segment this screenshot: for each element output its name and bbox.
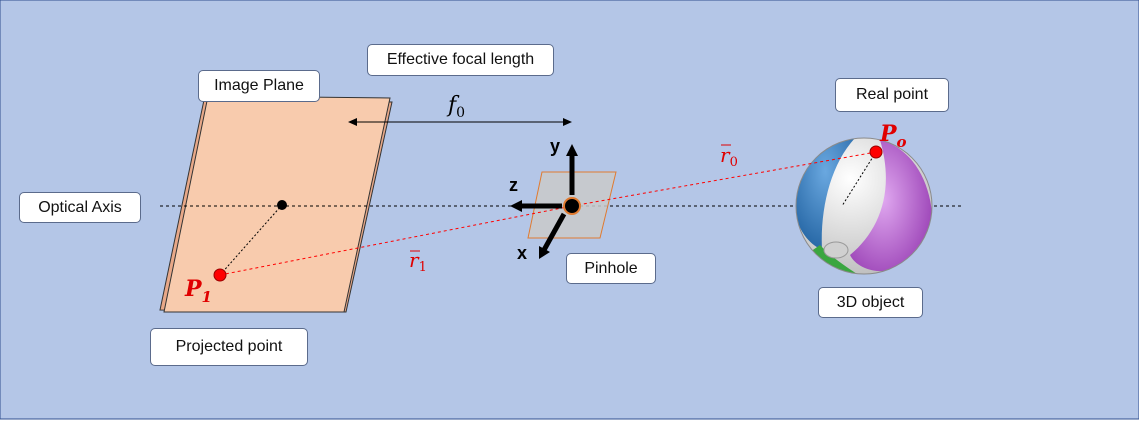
svg-text:r1: r1 xyxy=(409,248,427,275)
coordinate-axes xyxy=(510,144,578,259)
pinhole-label: Pinhole xyxy=(566,253,656,284)
axis-x-label: x xyxy=(517,243,527,263)
image-center-point xyxy=(277,200,287,210)
p1-label: P1 xyxy=(184,276,212,306)
projected-point-p1 xyxy=(213,268,227,282)
beach-ball xyxy=(795,137,933,275)
projection-dashed-line xyxy=(219,204,283,276)
axis-y-label: y xyxy=(550,136,560,156)
object-dashed-line xyxy=(841,151,877,207)
svg-text:r0: r0 xyxy=(720,143,738,170)
optical-axis-label: Optical Axis xyxy=(19,192,141,223)
object-3d-label: 3D object xyxy=(818,287,923,318)
projected-point-label: Projected point xyxy=(150,328,308,366)
pinhole-point xyxy=(563,197,581,215)
real-point-label: Real point xyxy=(835,78,949,112)
po-label: Po xyxy=(879,121,907,151)
effective-focal-length-label: Effective focal length xyxy=(367,44,554,76)
focal-length-arrow xyxy=(348,118,572,126)
real-point-po xyxy=(869,145,883,159)
axis-z-label: z xyxy=(509,175,518,195)
r0-vector-label: r0 xyxy=(720,143,738,170)
image-plane-label: Image Plane xyxy=(198,70,320,102)
r1-vector-label: r1 xyxy=(409,248,427,275)
